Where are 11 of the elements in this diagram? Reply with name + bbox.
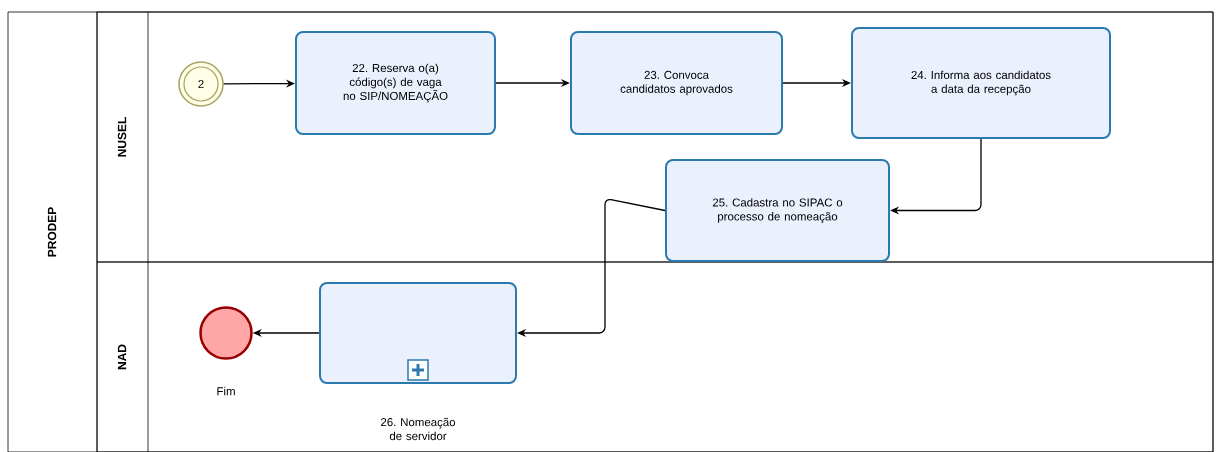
- start-event: 2: [178, 61, 224, 107]
- node-label: Fim: [217, 386, 235, 396]
- task-box: 22. Reserva o(a) código(s) de vaga no SIP/NOMEAÇÃO: [295, 31, 496, 135]
- arrow: [890, 138, 982, 215]
- task-box: 23. Convoca candidatos aprovados: [570, 31, 783, 135]
- node-label: 26. Nomeação de servidor: [381, 417, 456, 441]
- task-box: 24. Informa aos candidatos a data da recepção: [851, 27, 1111, 139]
- subprocess-box: 26. Nomeação de servidor: [319, 282, 517, 441]
- arrow: [517, 198, 666, 338]
- task-box: 25. Cadastra no SIPAC o processo de nomeação: [665, 159, 890, 262]
- end-event: Fim: [199, 306, 253, 396]
